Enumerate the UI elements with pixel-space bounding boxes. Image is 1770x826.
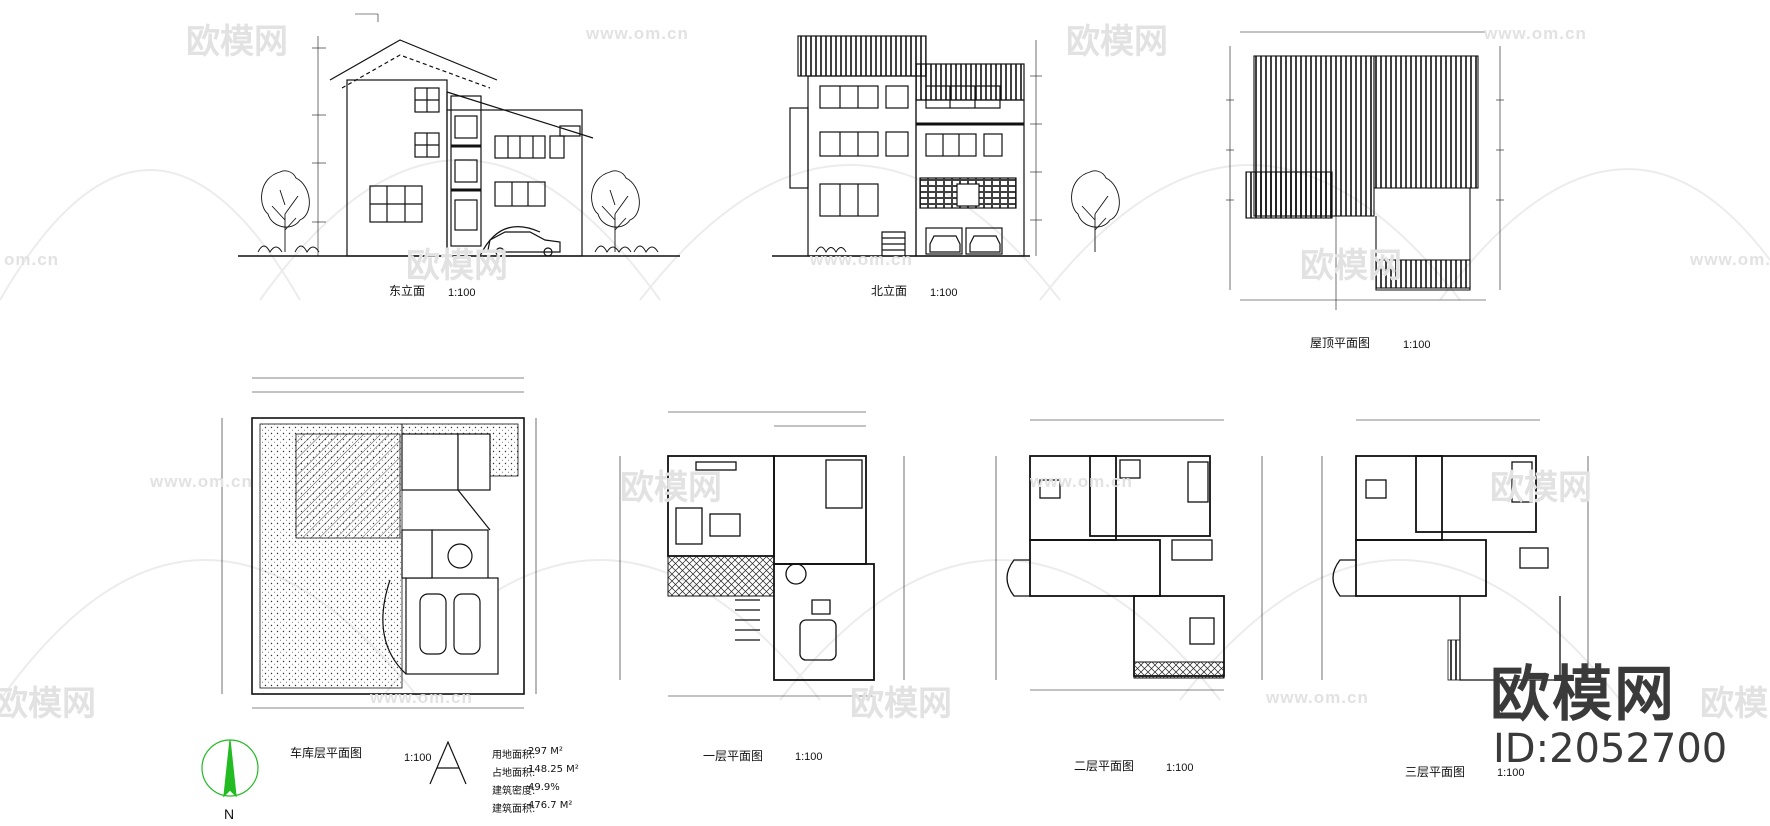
- north-label: N: [224, 806, 235, 822]
- watermark-text: 欧模网: [406, 246, 508, 286]
- watermark-text: 欧模网: [186, 22, 288, 62]
- watermark-text: 欧模网: [620, 468, 722, 508]
- east-elevation-drawing: [238, 13, 680, 257]
- footprint-label: 占地面积:: [492, 768, 536, 779]
- floor-area-value: 476.7 M²: [528, 800, 573, 811]
- north-elevation-title: 北立面: [871, 284, 908, 298]
- watermark-url: www.om.cn: [150, 472, 253, 491]
- third-floor-plan-scale: 1:100: [1497, 767, 1525, 779]
- brand-logo: 欧模网: [1490, 660, 1676, 730]
- second-floor-plan-drawing: [995, 419, 1263, 691]
- watermark-text: 欧模网: [1490, 468, 1592, 508]
- coverage-value: 49.9%: [528, 782, 560, 793]
- north-elevation-drawing: [772, 35, 1042, 257]
- second-floor-plan-scale: 1:100: [1166, 762, 1194, 774]
- watermark-text: 欧模网: [850, 684, 952, 724]
- watermark-url: www.om.cn: [1030, 472, 1133, 491]
- garage-plan-scale: 1:100: [404, 752, 432, 764]
- tree-icon: [815, 170, 1120, 253]
- footprint-value: 148.25 M²: [528, 764, 579, 775]
- east-elevation-scale: 1:100: [448, 287, 476, 299]
- floor-area-label: 建筑面积:: [492, 804, 536, 815]
- first-floor-plan-drawing: [619, 411, 905, 697]
- watermark-text: 欧模网: [1066, 22, 1168, 62]
- roof-plan-drawing: [1226, 31, 1504, 310]
- north-arrow-icon: [201, 739, 259, 798]
- second-floor-plan-title: 二层平面图: [1074, 759, 1135, 773]
- watermark-url: www.om.cn: [810, 250, 913, 269]
- site-area-value: 297 M²: [528, 746, 563, 757]
- east-elevation-title: 东立面: [389, 284, 426, 298]
- site-area-label: 用地面积:: [492, 750, 536, 761]
- watermark-url: www.om.cn: [1484, 24, 1587, 43]
- watermark-text: 欧模网: [0, 684, 96, 724]
- third-floor-plan-title: 三层平面图: [1405, 765, 1466, 779]
- garage-plan-title: 车库层平面图: [290, 746, 363, 760]
- watermark-url: om.cn: [4, 250, 60, 269]
- third-floor-plan-drawing: [1321, 419, 1589, 681]
- north-elevation-scale: 1:100: [930, 287, 958, 299]
- section-mark-icon: [429, 740, 467, 785]
- watermark-url: www.om.cn: [586, 24, 689, 43]
- coverage-label: 建筑密度:: [492, 786, 536, 797]
- watermark-url: www.om.cn: [370, 688, 473, 707]
- brand-id: ID:2052700: [1493, 726, 1728, 772]
- tree-icon: [257, 170, 659, 253]
- watermark-text: 欧模网: [1700, 684, 1770, 724]
- roof-plan-title: 屋顶平面图: [1310, 336, 1371, 350]
- first-floor-plan-scale: 1:100: [795, 751, 823, 763]
- garage-plan-drawing: [221, 377, 537, 709]
- watermark-url: www.om.cn: [1266, 688, 1369, 707]
- first-floor-plan-title: 一层平面图: [703, 749, 764, 763]
- watermark-url: www.om.cn: [1690, 250, 1770, 269]
- watermark-text: 欧模网: [1300, 246, 1402, 286]
- roof-plan-scale: 1:100: [1403, 339, 1431, 351]
